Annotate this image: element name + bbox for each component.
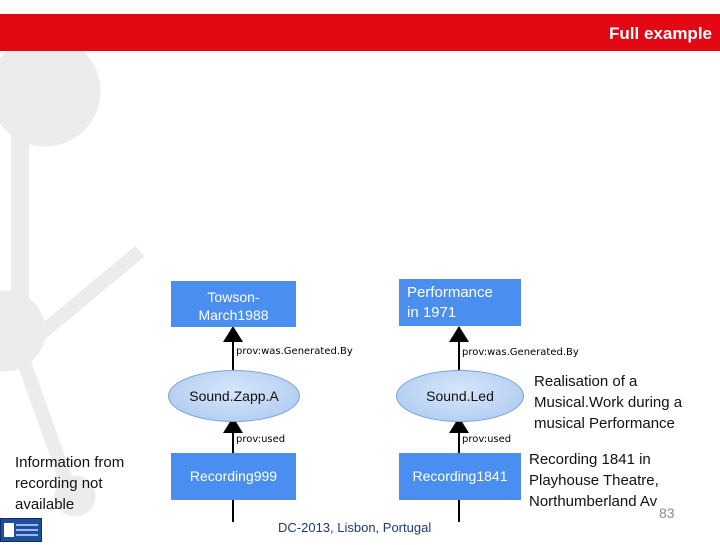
top-stripe	[0, 0, 720, 14]
footer-venue: DC-2013, Lisbon, Portugal	[278, 520, 432, 535]
title-bar: Full example	[0, 14, 720, 51]
entity-recording1841: Recording1841	[399, 453, 521, 500]
slide-title: Full example	[609, 24, 712, 43]
activity-soundzappa: Sound.Zapp.A	[168, 370, 300, 422]
note-realisation: Realisation of a Musical.Work during a m…	[534, 373, 683, 432]
entity-performance: Performance in 1971	[399, 279, 521, 326]
entity-recording999: Recording999	[171, 453, 296, 500]
note-information-unavailable: Information from recording not available	[15, 454, 125, 513]
logo-icon	[4, 523, 38, 537]
label-generated-left: prov:was.Generated.By	[236, 346, 353, 357]
note-recording-location: Recording 1841 in Playhouse Theatre, Nor…	[529, 451, 659, 510]
label-generated-right: prov:was.Generated.By	[462, 347, 579, 358]
background-network-decoration	[0, 51, 145, 517]
label-used-left: prov:used	[236, 434, 286, 445]
page-number: 83	[659, 505, 675, 521]
entity-towson: Towson- March1988	[171, 281, 296, 327]
activity-soundled: Sound.Led	[396, 370, 524, 422]
conference-logo	[0, 518, 42, 542]
label-used-right: prov:used	[462, 434, 512, 445]
